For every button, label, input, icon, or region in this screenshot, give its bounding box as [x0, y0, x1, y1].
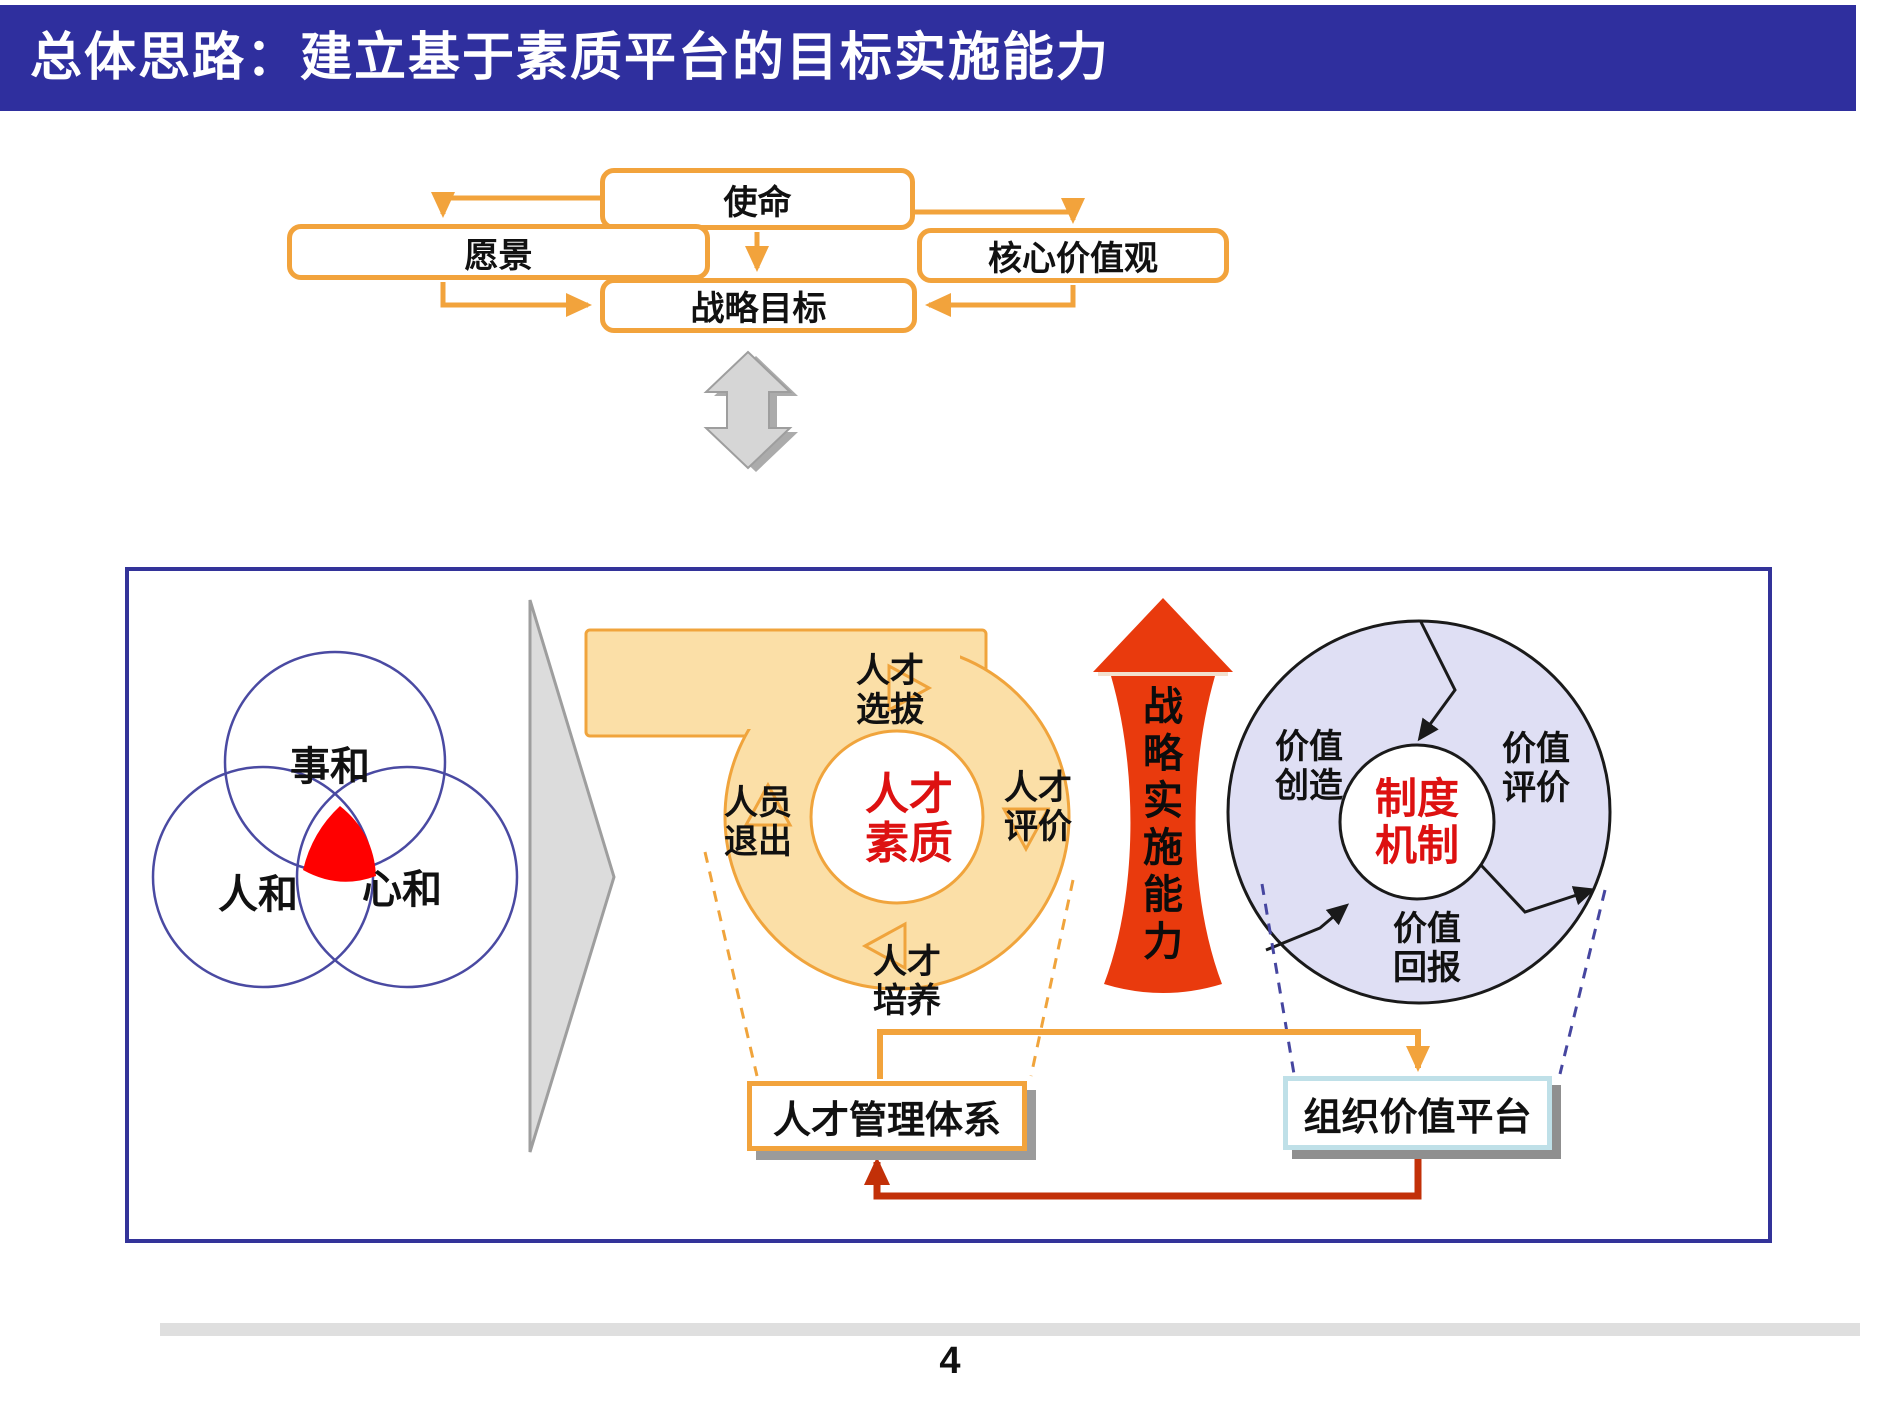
double-arrow-icon	[703, 350, 798, 472]
venn-bottom-right-label: 心和	[362, 868, 442, 912]
talent-select-label: 人才选拔	[856, 652, 924, 729]
org-value-platform-label: 组织价值平台	[1303, 1096, 1532, 1139]
value-evaluate-label: 价值评价	[1502, 730, 1570, 807]
venn-top-label: 事和	[290, 745, 370, 789]
core-values-label: 核心价值观	[988, 240, 1158, 278]
strategy-capability-label: 战略实施能力	[1143, 685, 1183, 964]
venn-bottom-left-label: 人和	[218, 873, 298, 917]
core-values-box: 核心价值观	[917, 228, 1229, 283]
talent-management-label: 人才管理体系	[772, 1099, 1001, 1142]
talent-evaluate-label: 人才评价	[1004, 769, 1072, 846]
page-title: 总体思路：建立基于素质平台的目标实施能力	[30, 29, 1111, 87]
value-create-label: 价值创造	[1275, 728, 1343, 805]
vision-label: 愿景	[464, 236, 533, 275]
strategic-goal-box: 战略目标	[600, 278, 917, 333]
org-value-platform-box: 组织价值平台	[1283, 1076, 1552, 1150]
system-mechanism-label: 制度机制	[1374, 775, 1459, 870]
value-return-label: 价值回报	[1393, 910, 1461, 987]
footer-divider	[160, 1323, 1860, 1336]
title-banner: 总体思路：建立基于素质平台的目标实施能力	[0, 5, 1856, 111]
strategic-goal-label: 战略目标	[690, 290, 827, 328]
mission-box: 使命	[600, 168, 915, 230]
talent-develop-label: 人才培养	[873, 943, 941, 1020]
talent-management-box: 人才管理体系	[747, 1081, 1027, 1151]
mission-label: 使命	[723, 183, 792, 222]
page-number: 4	[939, 1340, 961, 1382]
talent-exit-label: 人员退出	[724, 784, 792, 861]
vision-box: 愿景	[287, 224, 710, 280]
talent-quality-label: 人才素质	[865, 770, 953, 869]
